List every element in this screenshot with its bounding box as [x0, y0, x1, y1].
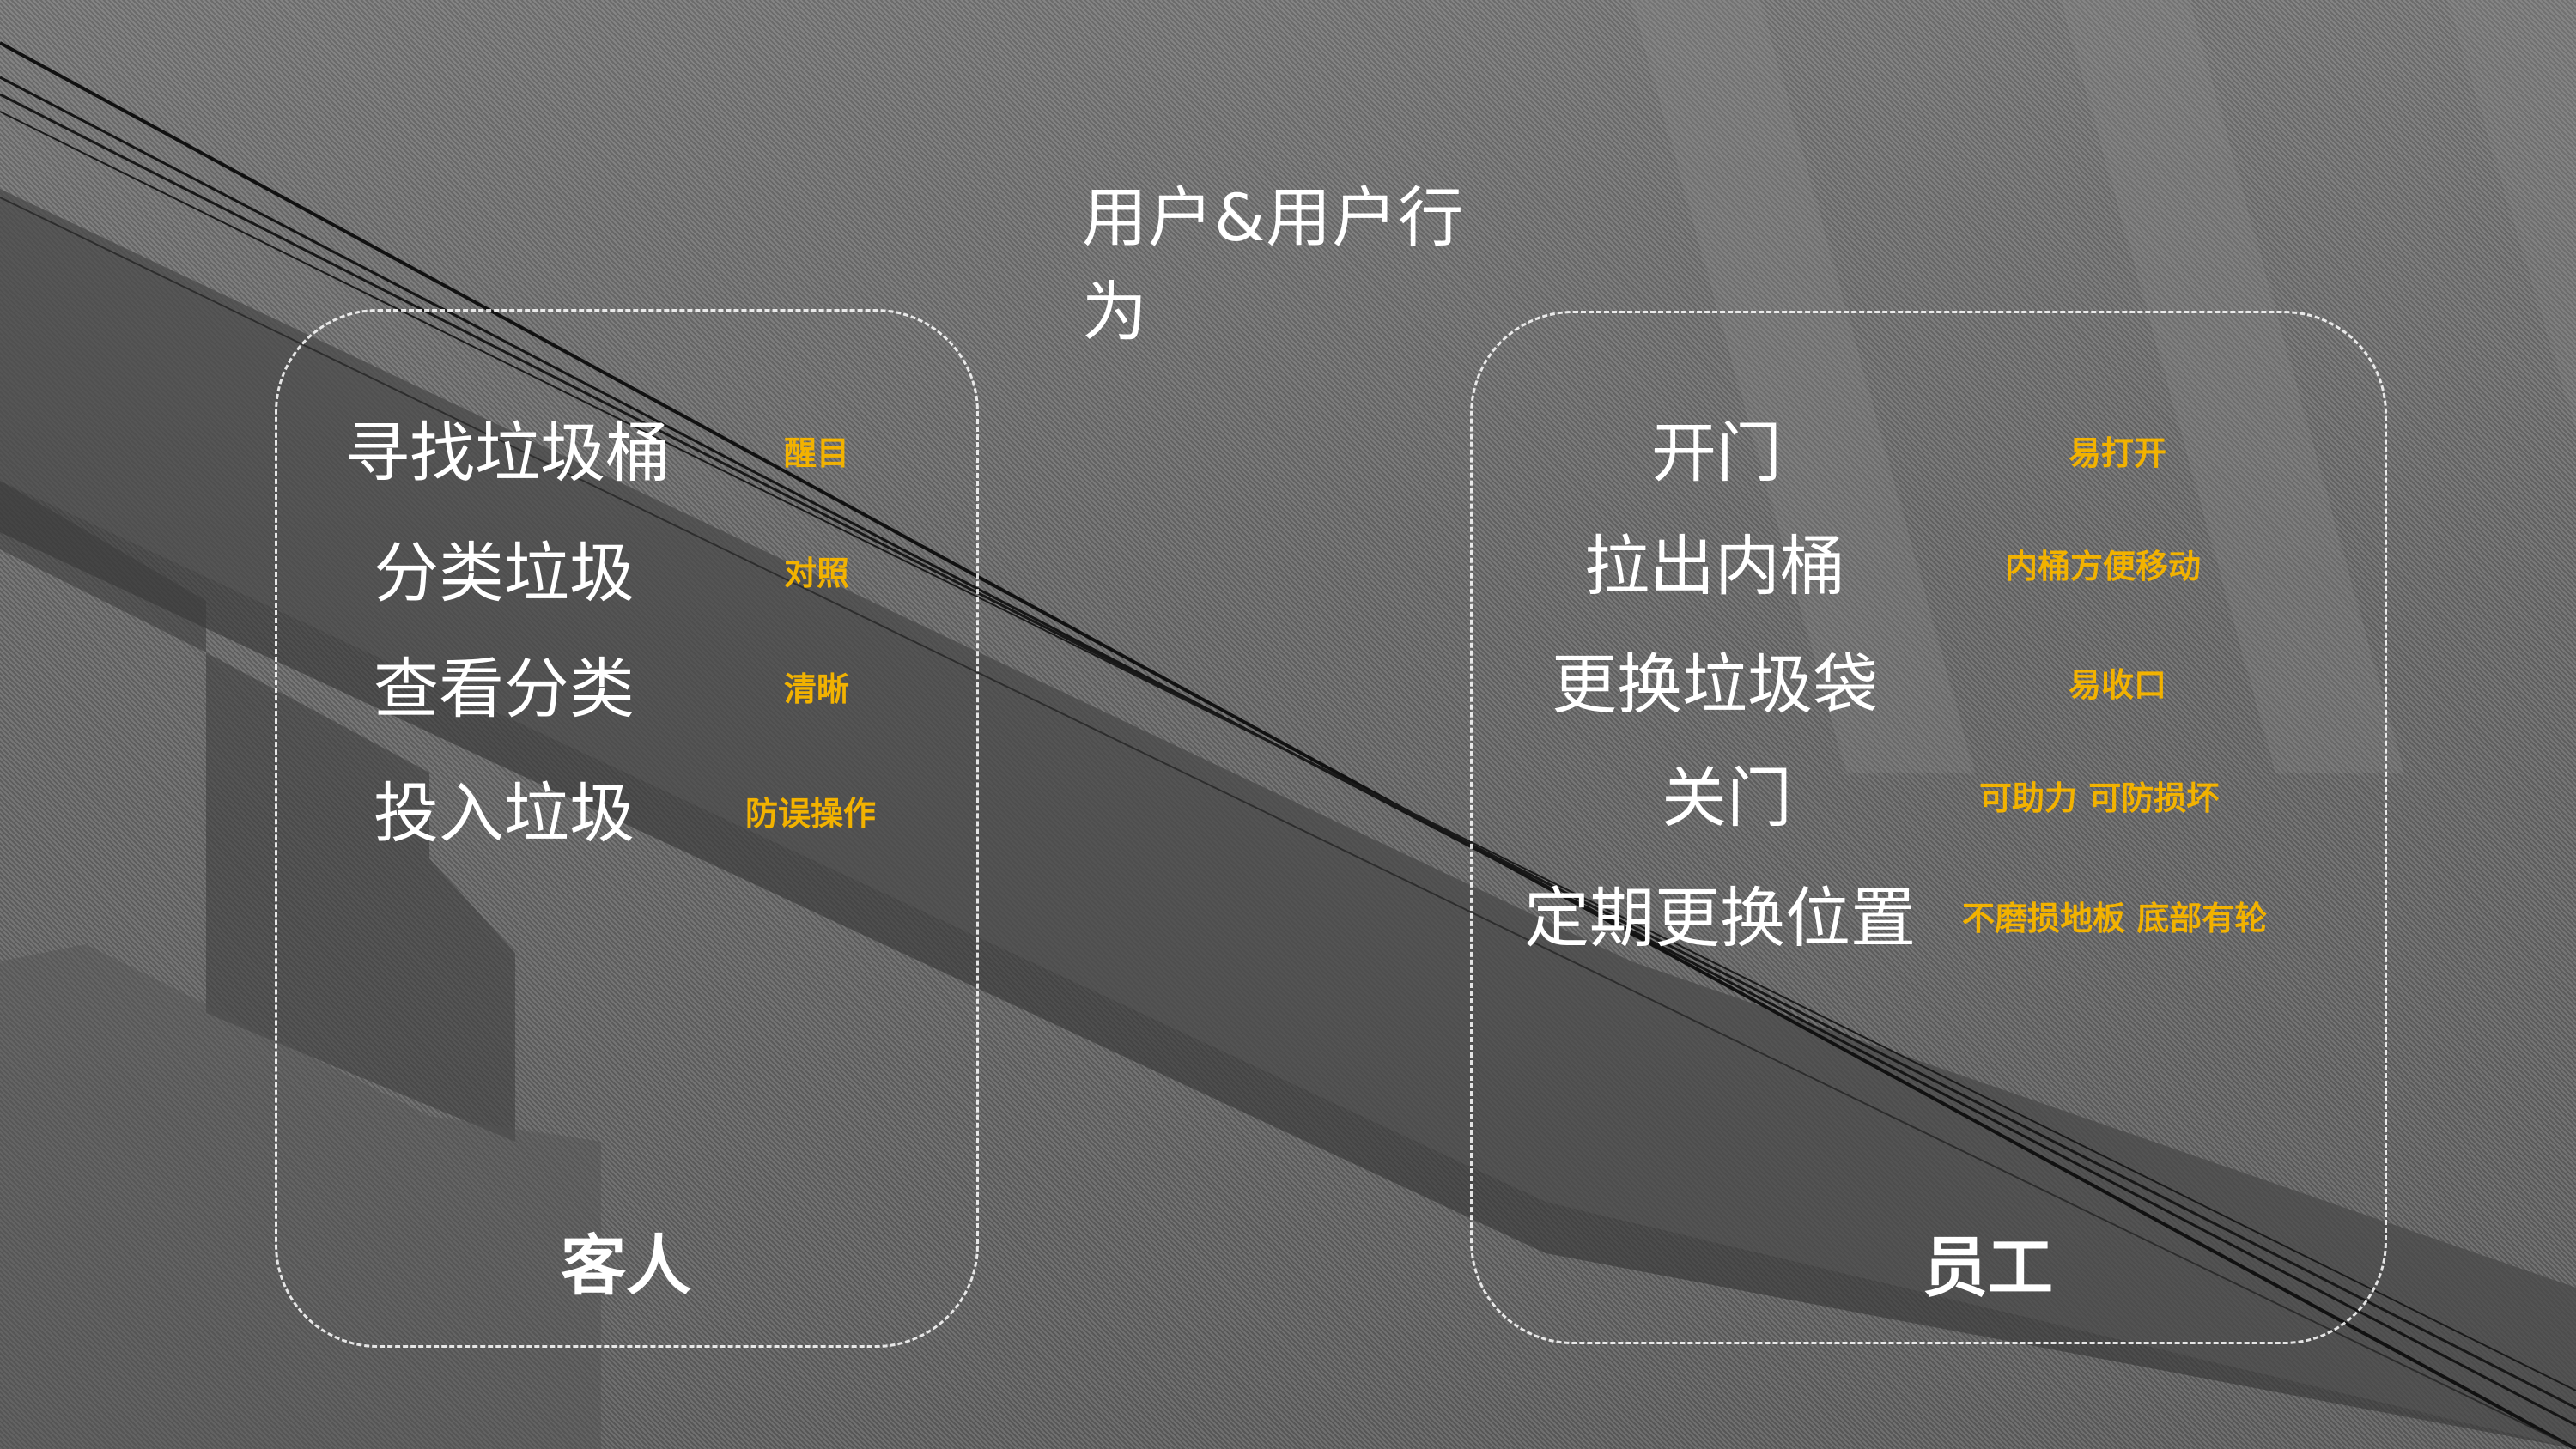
staff-note: 内桶方便移动: [2005, 548, 2202, 585]
list-item: 关门 可助力 可防损坏: [1473, 751, 2385, 846]
staff-note: 易收口: [2069, 666, 2167, 704]
staff-panel: 开门 易打开 拉出内桶 内桶方便移动 更换垃圾袋 易收口 关门 可助力 可防损坏…: [1470, 311, 2387, 1344]
staff-action: 更换垃圾袋: [1552, 646, 1878, 723]
customer-action: 寻找垃圾桶: [344, 415, 671, 491]
customer-action: 查看分类: [374, 651, 635, 727]
customer-note: 清晰: [784, 670, 850, 708]
staff-note: 易打开: [2069, 434, 2167, 472]
list-item: 开门 易打开: [1473, 406, 2385, 500]
list-item: 分类垃圾 对照: [277, 526, 976, 621]
customer-action: 分类垃圾: [374, 535, 635, 611]
customer-note: 醒目: [784, 434, 850, 472]
page-title: 用户&用户行为: [1082, 179, 1465, 350]
list-item: 投入垃圾 防误操作: [277, 767, 976, 861]
list-item: 更换垃圾袋 易收口: [1473, 638, 2385, 732]
customer-action: 投入垃圾: [374, 775, 635, 852]
list-item: 定期更换位置 不磨损地板 底部有轮: [1473, 871, 2385, 966]
staff-action: 开门: [1651, 415, 1782, 491]
customer-note: 防误操作: [745, 795, 877, 833]
customer-label: 客人: [561, 1228, 691, 1304]
list-item: 拉出内桶 内桶方便移动: [1473, 519, 2385, 614]
staff-label: 员工: [1923, 1229, 2053, 1306]
staff-note: 可助力 可防损坏: [1979, 779, 2220, 817]
list-item: 寻找垃圾桶 醒目: [277, 406, 976, 500]
list-item: 查看分类 清晰: [277, 642, 976, 737]
staff-note: 不磨损地板 底部有轮: [1962, 900, 2268, 937]
staff-action: 拉出内桶: [1584, 528, 1845, 604]
staff-action: 关门: [1662, 760, 1792, 836]
customer-panel: 寻找垃圾桶 醒目 分类垃圾 对照 查看分类 清晰 投入垃圾 防误操作 客人: [275, 309, 979, 1348]
customer-note: 对照: [784, 555, 850, 592]
staff-action: 定期更换位置: [1524, 880, 1916, 956]
